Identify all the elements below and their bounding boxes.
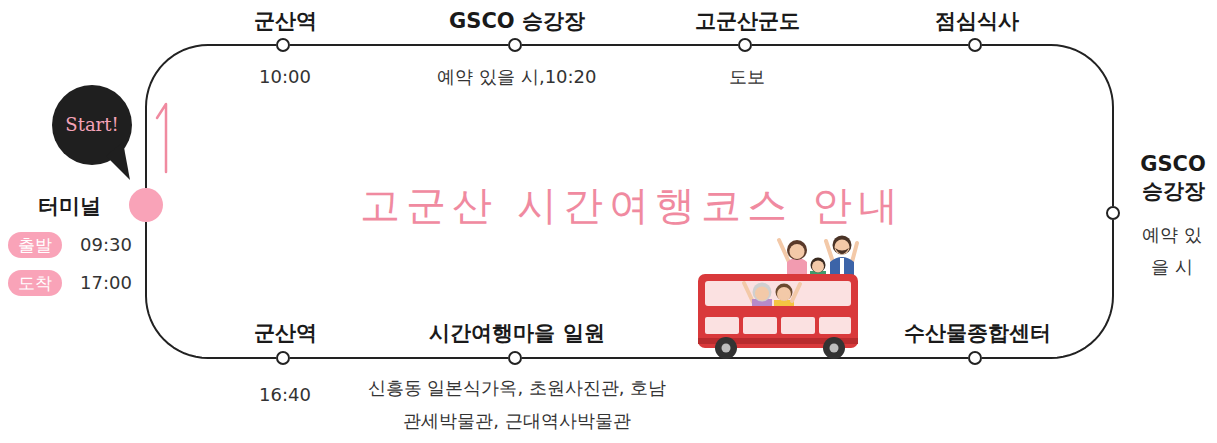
person-face (755, 287, 769, 301)
route-line (290, 44, 508, 46)
person-beard (835, 248, 849, 254)
person-body (774, 300, 794, 306)
stop-marker: GSCO 승강장예약 있을 시 (1106, 206, 1120, 220)
stop-name: 수산물종합센터 (904, 321, 1051, 346)
pill-text: 도착 (18, 271, 52, 295)
person-arm (744, 283, 753, 302)
bus-hub (722, 344, 731, 353)
start-text: Start! (50, 84, 134, 166)
person-body (787, 258, 807, 277)
stop-marker: 점심식사 (968, 38, 982, 52)
stop-marker: 군산역10:00 (276, 38, 290, 52)
stop-sights: 신흥동 일본식가옥, 초원사진관, 호남관세박물관, 근대역사박물관 (367, 371, 667, 438)
stop-name: 군산역 (254, 321, 317, 346)
stop-time: 16:40 (259, 384, 311, 406)
bubble-tail (106, 142, 130, 180)
terminal-dot: 터미널 (129, 188, 163, 222)
person-face (777, 287, 791, 301)
stop-name: 군산역 (254, 9, 317, 34)
person-body (830, 257, 854, 276)
bus-body (698, 274, 858, 348)
stop-name: 시간여행마을 일원 (429, 321, 604, 346)
person-hair (776, 284, 793, 301)
departure-pill: 출발 (8, 232, 62, 258)
stop-marker: 고군산군도도보 (738, 38, 752, 52)
start-bubble: Start! (50, 84, 136, 184)
child-face (812, 261, 824, 273)
person-arm (792, 284, 800, 301)
child-hair (811, 258, 826, 273)
person-face (790, 244, 805, 259)
shirt-stripe (840, 258, 844, 276)
arrival-pill: 도착 (8, 270, 62, 296)
stop-name: GSCO 승강장 (1135, 151, 1211, 206)
bus-window (819, 317, 851, 334)
stop-note: 예약 있을 시 (1137, 219, 1207, 282)
stop-marker: 수산물종합센터 (968, 351, 982, 365)
person-arm (852, 243, 857, 262)
child-body (810, 271, 826, 277)
bus-window (743, 317, 777, 334)
stop-marker: 군산역16:40 (276, 351, 290, 365)
bus-upper-window (705, 281, 851, 306)
stop-marker: 시간여행마을 일원신흥동 일본식가옥, 초원사진관, 호남관세박물관, 근대역사… (508, 351, 522, 365)
bus-wheel (715, 337, 737, 359)
route-line (522, 357, 968, 359)
stop-name: GSCO 승강장 (449, 9, 585, 34)
person-body (752, 299, 772, 306)
stop-name: 점심식사 (935, 9, 1019, 34)
bus-window (781, 317, 815, 334)
route-line (146, 45, 276, 188)
person-hair (753, 283, 772, 302)
route-line (982, 45, 1113, 206)
direction-arrow (157, 104, 166, 172)
time-label: 17:00 (80, 272, 132, 294)
route-line (290, 357, 508, 359)
course-title: 고군산 시간여행코스 안내 (360, 181, 903, 229)
time-label: 09:30 (80, 234, 132, 256)
stop-name: 고군산군도 (695, 9, 800, 34)
person-arm (779, 240, 789, 262)
stop-note: 예약 있을 시,10:20 (437, 66, 596, 88)
bus-hub (830, 344, 839, 353)
person-hair (787, 240, 807, 260)
bus-window (705, 317, 739, 334)
tour-bus (698, 236, 858, 360)
person-hair (833, 236, 852, 255)
person-arm (826, 241, 833, 262)
route-line (752, 44, 968, 46)
person-face (835, 240, 850, 255)
stop-time: 10:00 (259, 66, 311, 88)
stop-note: 도보 (729, 66, 765, 88)
bus-skirt (698, 338, 858, 344)
stop-marker: GSCO 승강장예약 있을 시,10:20 (508, 38, 522, 52)
bus-wheel (823, 337, 845, 359)
route-line (522, 44, 738, 46)
pill-text: 출발 (18, 233, 52, 257)
terminal-name: 터미널 (38, 194, 101, 219)
